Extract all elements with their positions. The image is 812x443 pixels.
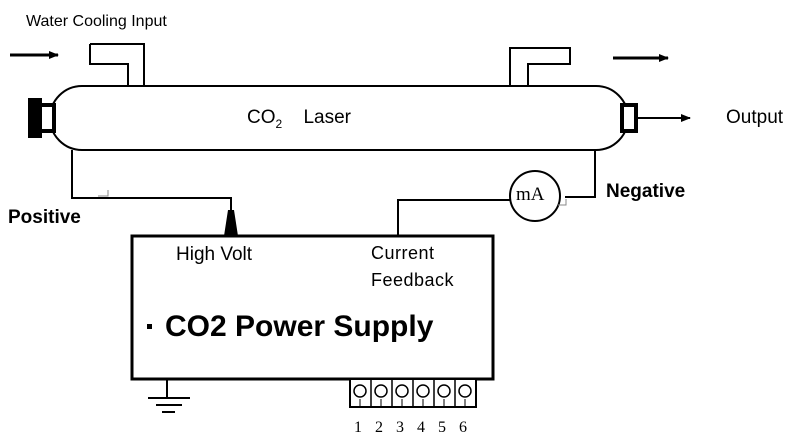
water-inlet-pipe [89, 43, 145, 86]
ammeter [509, 170, 561, 222]
terminal-screw-1 [353, 384, 367, 398]
terminal-screw-6 [458, 384, 472, 398]
terminal-number-1: 1 [354, 419, 362, 436]
terminal-screw-4 [416, 384, 430, 398]
terminal-number-5: 5 [438, 419, 446, 436]
water-outlet-pipe [509, 47, 571, 86]
terminal-number-3: 3 [396, 419, 404, 436]
terminal-number-4: 4 [417, 419, 425, 436]
feedback-wire [397, 199, 510, 236]
positive-terminal [224, 210, 238, 236]
terminal-screw-3 [395, 384, 409, 398]
power-supply-title: CO2 Power Supply [165, 310, 434, 343]
terminal-block [349, 378, 477, 408]
output-coupler [620, 103, 638, 133]
power-supply-box [130, 234, 495, 381]
terminal-number-2: 2 [375, 419, 383, 436]
output-label: Output [726, 107, 784, 128]
ammeter-label: mA [516, 184, 545, 205]
laser-co-subscript: 2 [275, 116, 283, 131]
laser-co-text: CO [247, 107, 276, 128]
ground-symbol [148, 379, 190, 413]
negative-wire [565, 150, 596, 198]
positive-label: Positive [8, 207, 81, 228]
high-volt-label: High Volt [176, 244, 253, 265]
power-supply-bullet [147, 324, 152, 329]
terminal-screw-2 [374, 384, 388, 398]
water-cooling-input-label: Water Cooling Input [26, 13, 167, 30]
laser-word: Laser [303, 107, 351, 128]
terminal-number-6: 6 [459, 419, 467, 436]
rear-mirror-holder [38, 103, 56, 133]
negative-label: Negative [606, 181, 686, 202]
feedback-label: Feedback [371, 270, 455, 290]
return-mark-2 [558, 199, 567, 206]
positive-wire [71, 150, 232, 215]
laser-label: CO2 Laser [247, 108, 351, 130]
current-label: Current [371, 243, 435, 263]
return-mark-1 [98, 190, 109, 197]
terminal-screw-5 [437, 384, 451, 398]
